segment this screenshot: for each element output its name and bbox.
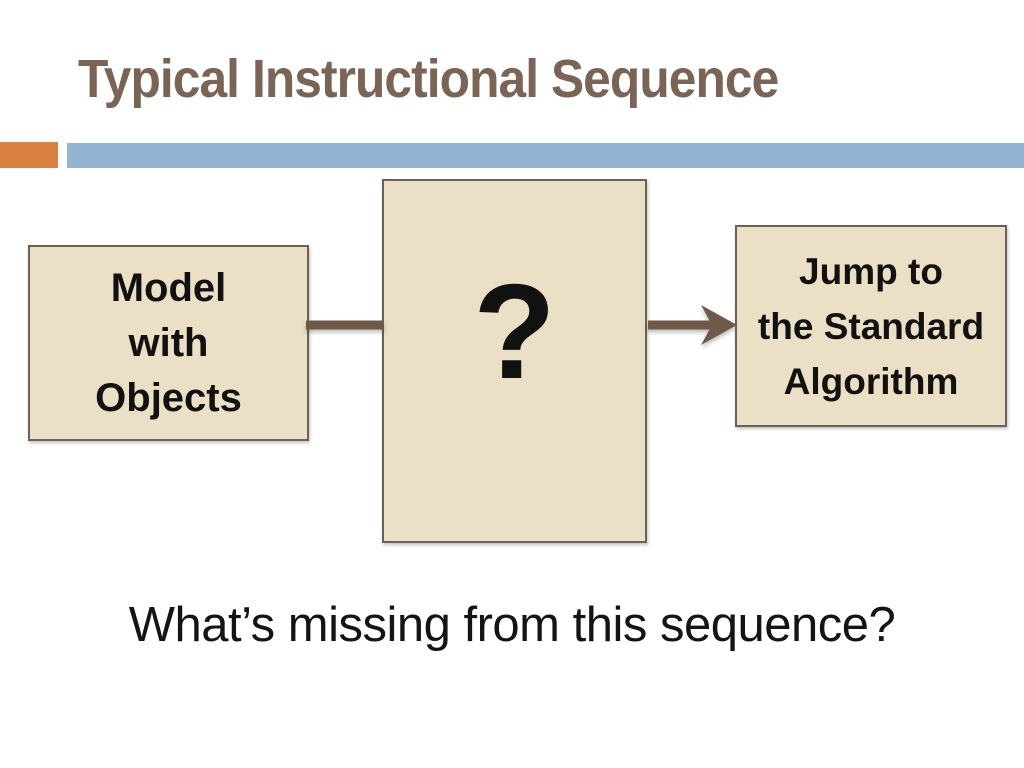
accent-blue-bar bbox=[67, 143, 1024, 168]
slide-title: Typical Instructional Sequence bbox=[78, 49, 779, 109]
box-text-line: Objects bbox=[95, 375, 242, 420]
flow-box-unknown-step: ? bbox=[382, 179, 647, 543]
accent-orange-square bbox=[0, 142, 58, 168]
question-mark-text: ? bbox=[473, 255, 556, 407]
flow-box-model-with-objects: Model with Objects bbox=[28, 245, 309, 441]
footer-question-text: What’s missing from this sequence? bbox=[128, 598, 896, 652]
box-text-line: Model bbox=[110, 265, 227, 310]
flow-box-jump-to-standard-algorithm: Jump to the Standard Algorithm bbox=[735, 225, 1007, 427]
arrow-model-to-unknown bbox=[306, 320, 384, 330]
box-text-line: Jump to bbox=[799, 250, 943, 292]
box-text-line: the Standard bbox=[757, 305, 985, 347]
arrow-unknown-to-algorithm bbox=[648, 305, 737, 345]
box-text-line: with bbox=[128, 320, 209, 365]
box-text-line: Algorithm bbox=[783, 360, 959, 402]
